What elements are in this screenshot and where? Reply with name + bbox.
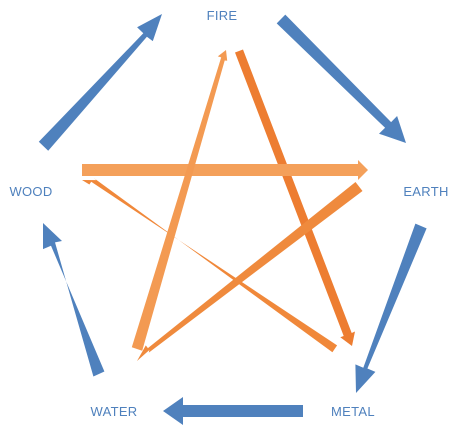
arrow-fire-to-earth [276, 14, 406, 143]
label-fire: FIRE [207, 8, 238, 23]
arrow-metal-to-water [163, 397, 303, 425]
arrow-wood-to-earth [82, 160, 368, 180]
arrow-metal-to-wood [82, 178, 338, 353]
arrow-earth-to-water [137, 182, 363, 361]
label-water: WATER [91, 404, 138, 419]
overcoming-cycle [82, 49, 368, 361]
generating-cycle [38, 14, 427, 425]
label-wood: WOOD [9, 184, 52, 199]
arrow-water-to-fire [131, 50, 228, 351]
arrow-wood-to-fire [38, 14, 162, 151]
arrow-earth-to-metal [355, 223, 427, 393]
label-earth: EARTH [403, 184, 448, 199]
label-metal: METAL [331, 404, 375, 419]
element-labels: FIRE EARTH METAL WATER WOOD [9, 8, 448, 419]
arrow-fire-to-metal [235, 49, 355, 346]
arrow-water-to-wood [43, 223, 105, 377]
